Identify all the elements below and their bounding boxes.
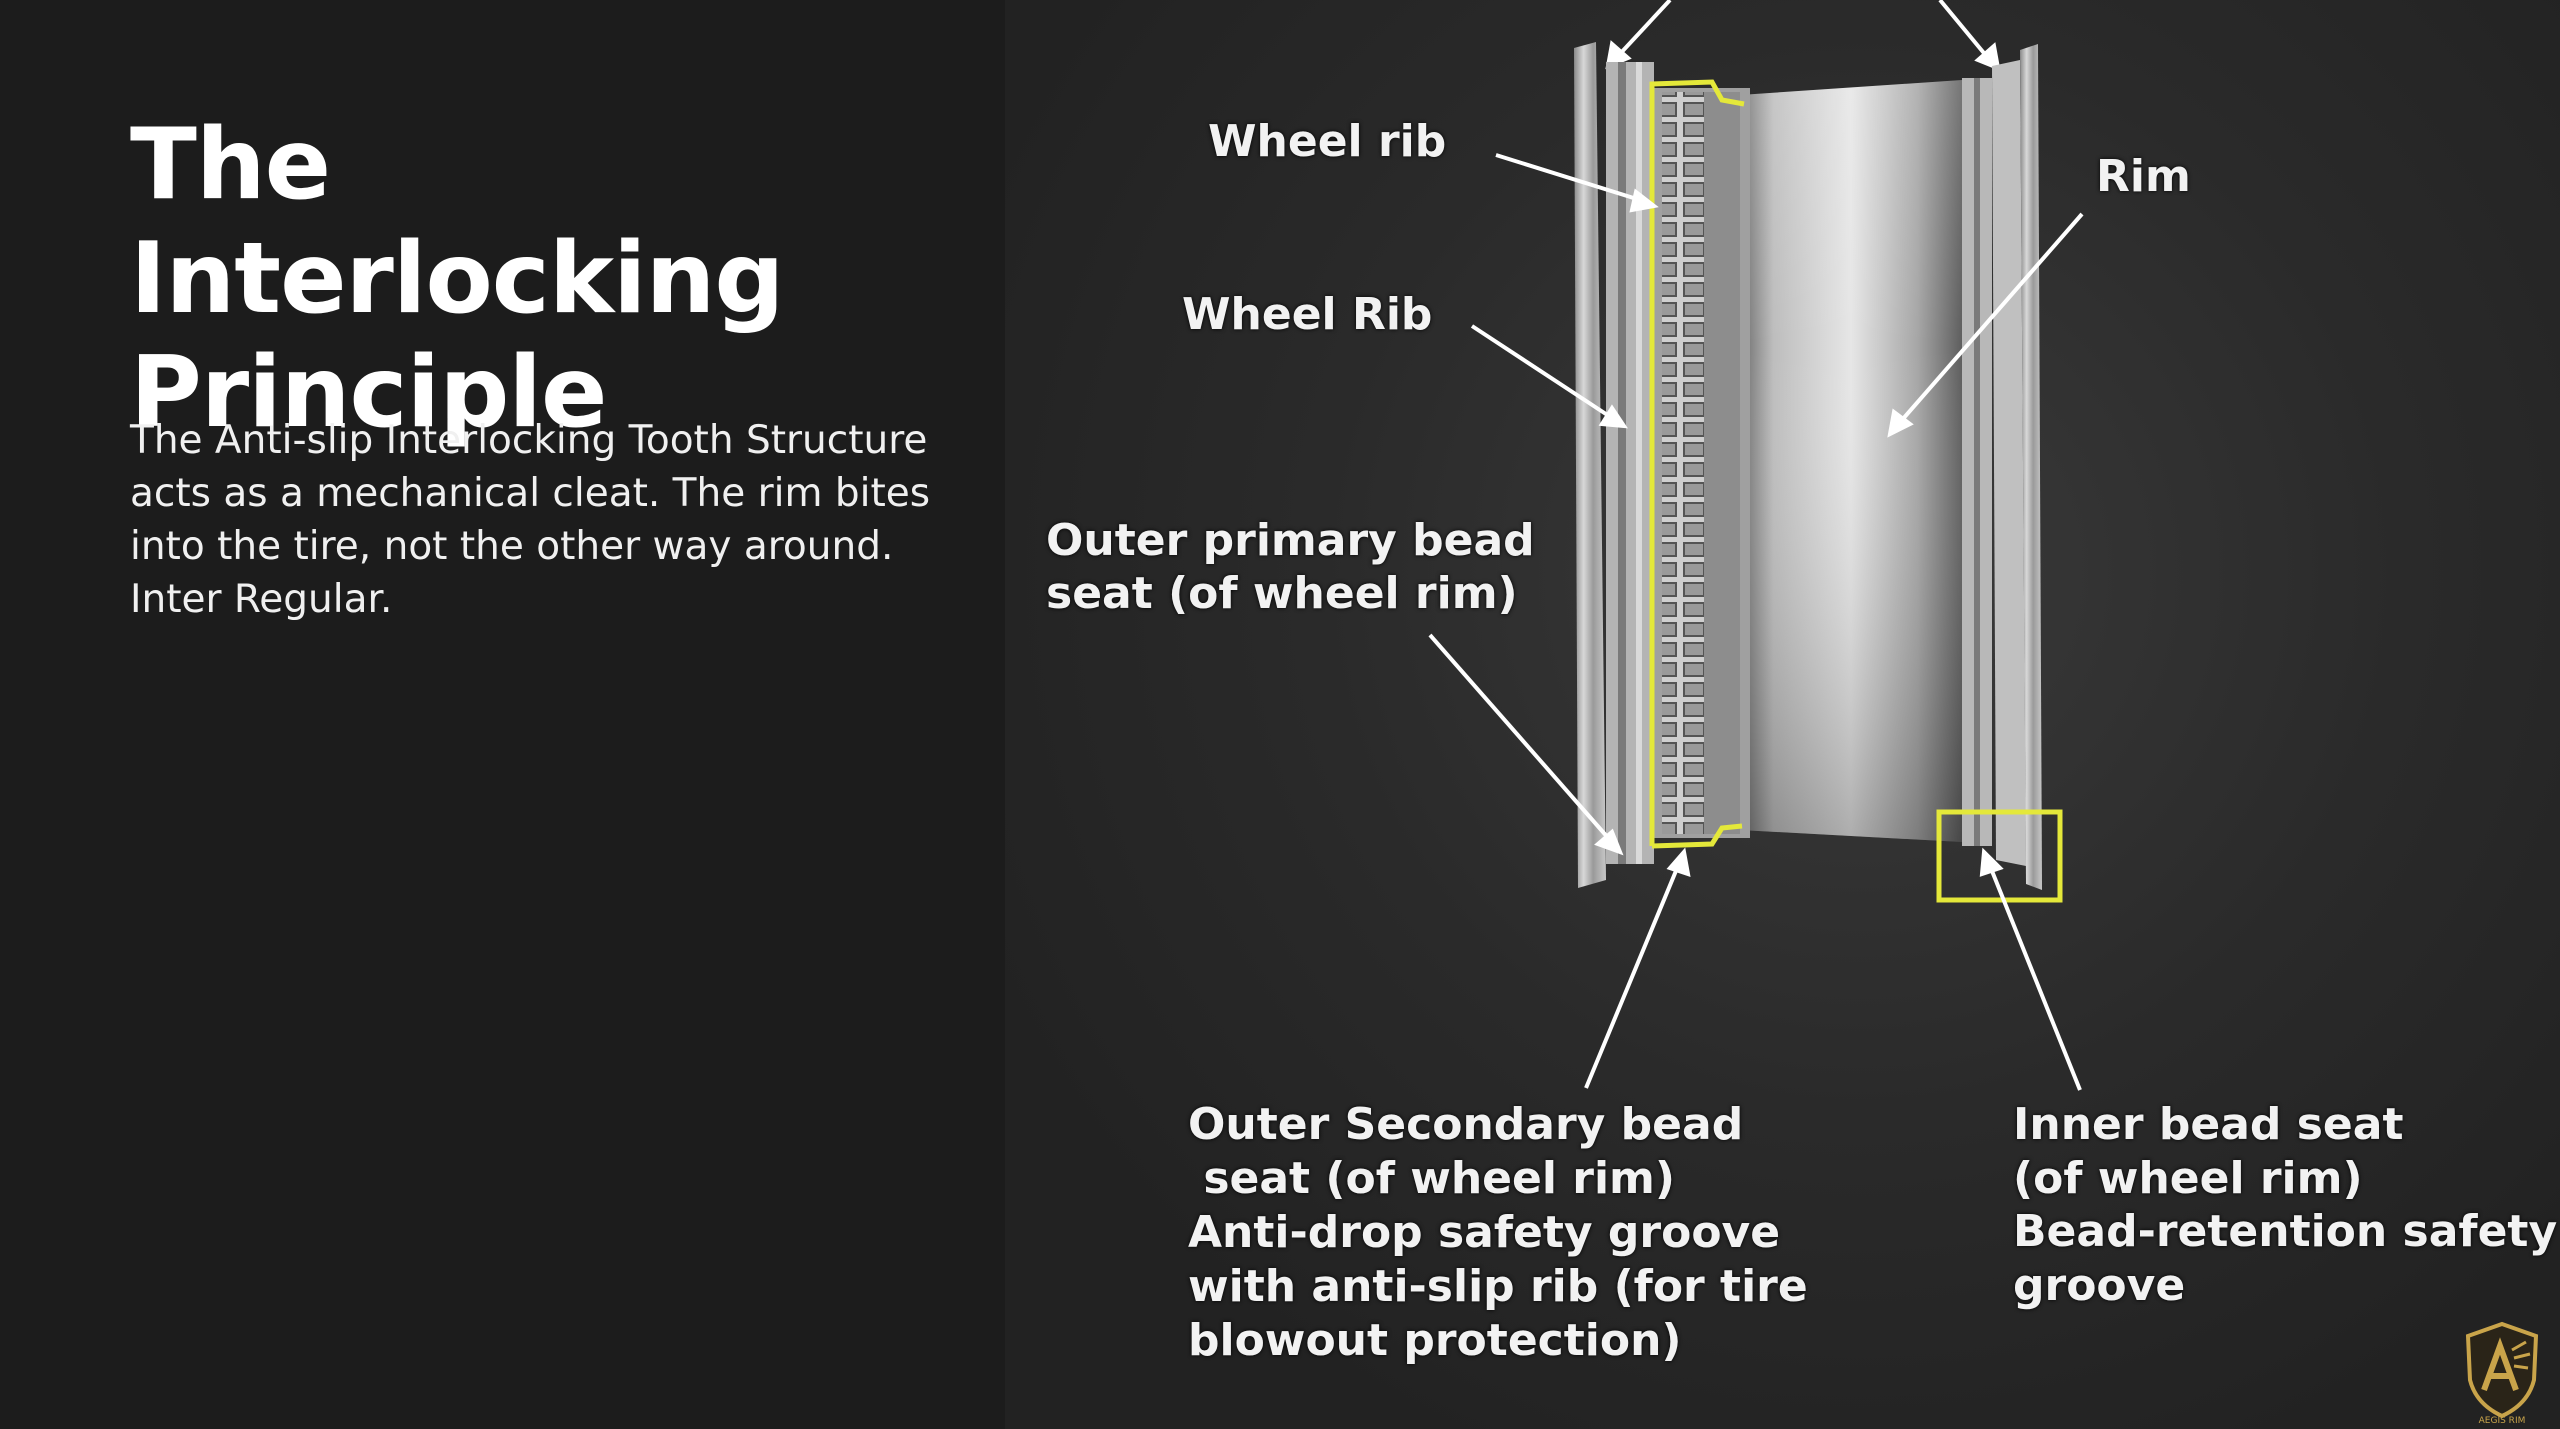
rim-body	[1574, 42, 2042, 890]
outer-primary-line-2: seat (of wheel rim)	[1046, 568, 1518, 619]
highlight-outlines	[1649, 79, 2063, 903]
svg-text:AEGIS RIM: AEGIS RIM	[2479, 1416, 2526, 1425]
description-line-1: The Anti-slip Interlocking Tooth Structu…	[130, 418, 928, 463]
outer-secondary-line-3: Anti-drop safety groove	[1188, 1207, 1781, 1258]
slide-description: The Anti-slip Interlocking Tooth Structu…	[130, 414, 1010, 626]
outer-secondary-line-2: seat (of wheel rim)	[1188, 1153, 1675, 1204]
description-line-4: Inter Regular.	[130, 577, 393, 622]
label-rim: Rim	[2096, 151, 2191, 202]
inner-bead-line-2: (of wheel rim)	[2013, 1153, 2363, 1204]
aegis-rim-logo: AEGIS RIM	[2465, 1321, 2539, 1425]
description-line-3: into the tire, not the other way around.	[130, 524, 894, 569]
inner-bead-line-4: groove	[2013, 1260, 2186, 1311]
slide-title: The Interlocking Principle	[130, 108, 990, 450]
title-line-2: Principle	[130, 336, 607, 450]
text-panel: The Interlocking Principle The Anti-slip…	[0, 0, 1005, 1429]
label-wheel-rib-top: Wheel rib	[1208, 116, 1447, 167]
title-line-1: The Interlocking	[130, 108, 785, 336]
label-arrows	[1428, 153, 2084, 1091]
inner-bead-line-3: Bead-retention safety	[2013, 1206, 2558, 1257]
description-line-2: acts as a mechanical cleat. The rim bite…	[130, 471, 931, 516]
inner-bead-line-1: Inner bead seat	[2013, 1099, 2404, 1150]
outer-secondary-line-5: blowout protection)	[1188, 1315, 1682, 1366]
outer-secondary-line-4: with anti-slip rib (for tire	[1188, 1261, 1808, 1312]
outer-secondary-line-1: Outer Secondary bead	[1188, 1099, 1744, 1150]
top-arrows	[1605, 0, 2001, 72]
outer-primary-line-1: Outer primary bead	[1046, 515, 1535, 566]
label-wheel-rib-second: Wheel Rib	[1182, 289, 1433, 340]
